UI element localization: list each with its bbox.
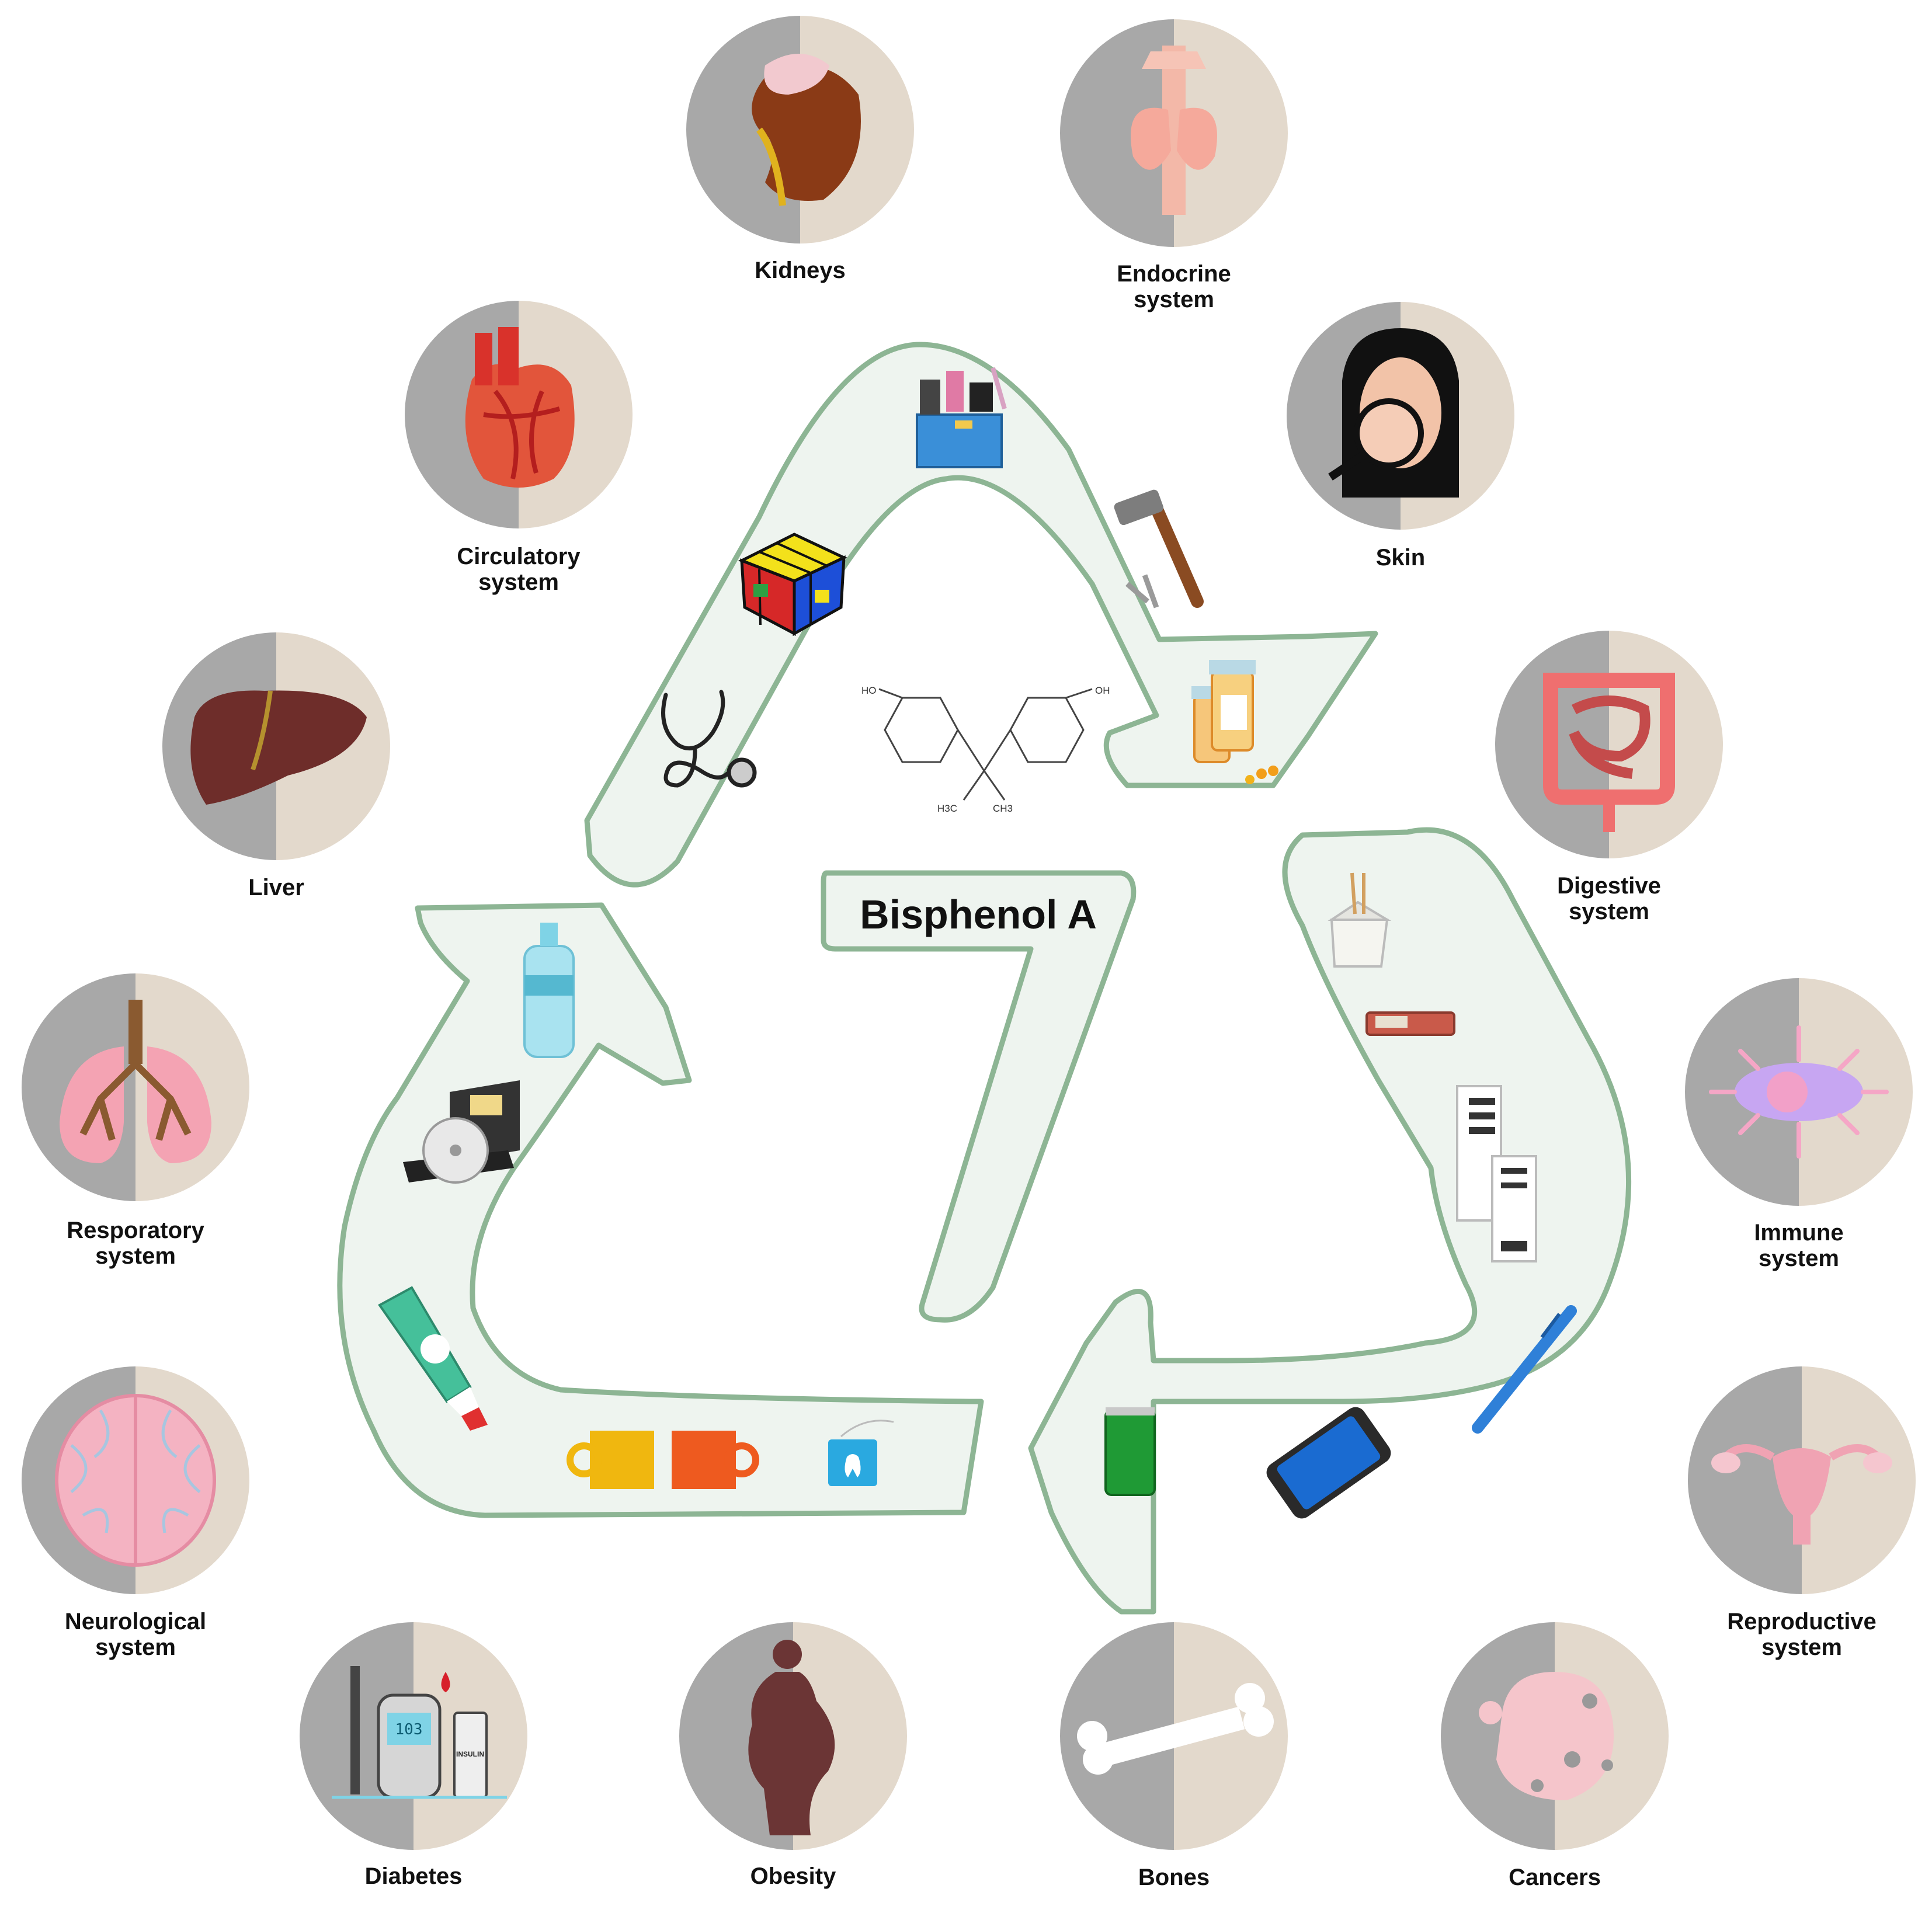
label-bones: Bones	[1138, 1865, 1210, 1890]
water-bottle-icon	[523, 923, 575, 1058]
glucose-meter-icon: 103 INSULIN	[332, 1666, 507, 1799]
health-effect-endocrine	[1060, 19, 1288, 247]
arrow-left	[337, 902, 984, 1518]
pill-bottles-icon	[1191, 660, 1278, 784]
recycling-arrows	[337, 342, 1631, 1615]
health-effect-bones	[1060, 1622, 1288, 1850]
receipts-icon	[1456, 1085, 1537, 1262]
arrow-right	[1028, 827, 1631, 1615]
methyl-left: H3C	[937, 803, 957, 814]
kidney-icon	[752, 54, 861, 206]
uterus-icon	[1711, 1444, 1892, 1545]
hydroxyl-left: HO	[861, 685, 877, 696]
health-effect-circulatory	[405, 301, 633, 528]
bone-icon	[1077, 1683, 1274, 1775]
arrow-center-seven	[821, 870, 1137, 1323]
takeout-box-icon	[1328, 872, 1392, 968]
insulin-label: INSULIN	[456, 1750, 484, 1758]
label-diabetes: Diabetes	[365, 1863, 463, 1889]
tumor-icon	[1479, 1672, 1614, 1800]
meter-reading: 103	[395, 1721, 423, 1738]
smartphone-icon	[1266, 1407, 1391, 1519]
health-effect-obesity	[679, 1622, 907, 1850]
health-effect-liver	[162, 632, 390, 860]
health-effect-cancers	[1441, 1622, 1669, 1850]
toothpaste-icon	[378, 1286, 488, 1431]
health-effect-respiratory	[22, 973, 249, 1201]
cd-floppy-icon	[403, 1080, 520, 1184]
rubiks-cube-icon	[738, 533, 847, 637]
health-effect-reproductive	[1688, 1366, 1916, 1594]
immune-cell-icon	[1709, 1025, 1889, 1159]
food-can-icon	[1365, 1011, 1455, 1036]
hydroxyl-right: OH	[1095, 685, 1110, 696]
methyl-right: CH3	[993, 803, 1013, 814]
face-magnifier-icon	[1328, 328, 1459, 498]
heart-icon	[465, 327, 575, 488]
bpa-molecule	[878, 688, 1093, 801]
obese-silhouette-icon	[748, 1640, 835, 1835]
mugs-icon	[567, 1431, 759, 1489]
health-effect-skin	[1287, 302, 1514, 530]
product-icons	[378, 367, 1577, 1519]
lungs-icon	[60, 1000, 211, 1163]
brain-icon	[55, 1394, 216, 1567]
health-effect-digestive	[1495, 631, 1723, 858]
health-effect-diabetes: 103 INSULIN	[300, 1622, 527, 1850]
label-kidneys: Kidneys	[755, 258, 846, 283]
floss-icon	[828, 1420, 894, 1486]
health-effect-immune	[1685, 978, 1913, 1206]
phenol-ring-right	[1009, 697, 1085, 763]
label-cancers: Cancers	[1509, 1865, 1601, 1890]
pen-icon	[1472, 1305, 1577, 1434]
cosmetics-bag-icon	[916, 367, 1007, 468]
label-obesity: Obesity	[750, 1863, 836, 1889]
health-effect-kidneys	[686, 16, 914, 244]
phenol-ring-left	[884, 697, 959, 763]
health-effect-neurological	[22, 1366, 249, 1594]
center-title: Bisphenol A	[860, 892, 1097, 937]
stethoscope-icon	[661, 690, 757, 788]
intestines-icon	[1543, 673, 1675, 832]
hammer-nails-icon	[1114, 489, 1204, 608]
label-skin: Skin	[1376, 545, 1425, 571]
thyroid-icon	[1131, 46, 1217, 215]
label-liver: Liver	[248, 875, 304, 900]
soda-can-icon	[1104, 1407, 1156, 1496]
liver-icon	[190, 690, 367, 805]
